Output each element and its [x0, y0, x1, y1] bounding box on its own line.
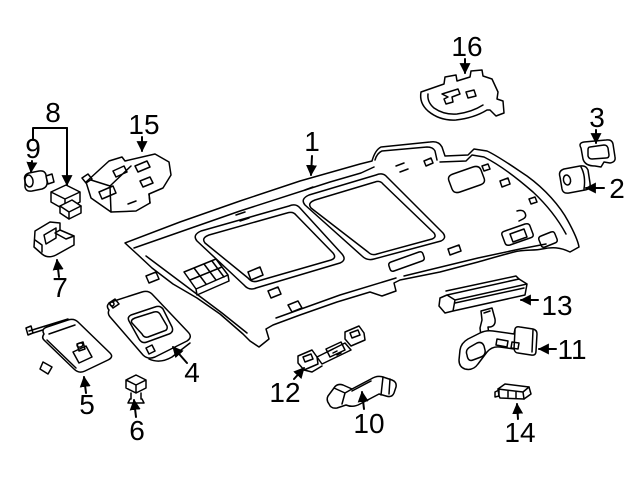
callout-6: 6: [129, 398, 145, 446]
callout-8-label: 8: [45, 97, 61, 128]
part-9-bulb: [23, 170, 55, 192]
callout-11-label: 11: [557, 334, 586, 365]
bracket13-lines: [445, 275, 525, 304]
part-4-sun-visor-mirror: [106, 290, 191, 362]
callout-12-label: 12: [269, 377, 300, 408]
callout-9: 9: [25, 133, 41, 174]
callout-3: 3: [589, 102, 605, 145]
visor4-mirror: [127, 305, 174, 344]
callout-16: 16: [451, 31, 483, 75]
callout-9-arrow: [26, 160, 38, 174]
bulb-tip: [45, 173, 55, 185]
callout-14-arrow: [512, 402, 524, 420]
callout-12-arrow: [293, 367, 305, 380]
handle10-details: [333, 376, 391, 405]
visor4-body: [106, 290, 191, 359]
callout-6-label: 6: [129, 415, 145, 446]
part-14-handle-cover: [494, 383, 532, 400]
console-details: [81, 160, 154, 213]
clip6-stem: [127, 392, 145, 404]
visor4-pivot: [109, 301, 115, 307]
callout-9-label: 9: [25, 133, 41, 164]
callout-7-arrow: [52, 258, 64, 278]
bracket7-details: [34, 227, 75, 253]
part-16-rear-bracket: [419, 69, 505, 121]
part-11-grab-handle-rear: [458, 326, 538, 371]
retainer-body: [579, 139, 616, 168]
console-mount-grid: [183, 258, 230, 296]
retainer12-rail: [316, 342, 352, 365]
visor5-details: [39, 324, 93, 375]
callout-4-label: 4: [184, 357, 200, 388]
callout-1: 1: [304, 126, 320, 177]
part-13-handle-bracket: [438, 275, 528, 337]
callout-15-label: 15: [128, 109, 159, 140]
callout-16-label: 16: [451, 31, 482, 62]
retainer12-tabs: [297, 325, 366, 371]
visor5-pin: [76, 342, 84, 348]
callout-10-arrow: [357, 390, 369, 410]
handle11-body: [458, 326, 538, 371]
handle11-details: [465, 329, 534, 362]
bulb-body: [23, 170, 48, 192]
callout-8-bracket: [32, 127, 68, 141]
headliner-outline: [124, 141, 580, 348]
callout-8: 8: [32, 97, 73, 187]
bracket16-body: [419, 69, 505, 121]
callout-4-arrow: [172, 346, 188, 364]
callout-2: 2: [584, 173, 625, 204]
bulb-end: [24, 174, 34, 188]
sleeve-hole: [562, 174, 572, 186]
callout-14-label: 14: [504, 417, 535, 448]
part-5-sun-visor: [25, 318, 113, 375]
retainer12-details: [302, 329, 361, 373]
cover14-lines: [494, 386, 530, 400]
callout-7: 7: [52, 258, 68, 303]
callout-1-arrow: [306, 155, 318, 177]
callout-1-label: 1: [304, 126, 320, 157]
callout-3-label: 3: [589, 102, 605, 133]
sunroof-opening-front: [194, 204, 345, 290]
bracket16-details: [427, 88, 484, 115]
callout-5-arrow: [79, 375, 91, 394]
part-7-bracket: [33, 221, 75, 258]
part-2-sleeve: [558, 165, 591, 194]
part-3-retainer: [579, 139, 616, 168]
callout-15: 15: [128, 109, 160, 153]
callout-2-label: 2: [609, 173, 625, 204]
callout-13-label: 13: [541, 290, 572, 321]
callout-6-arrow: [129, 398, 141, 418]
callout-13: 13: [519, 290, 573, 321]
headliner-roof-lip: [133, 146, 567, 334]
part-6-visor-clip: [125, 374, 147, 404]
part-1-headliner-panel: [124, 141, 580, 348]
part-12-handle-retainer: [297, 325, 366, 373]
callout-10-label: 10: [353, 408, 384, 439]
part-15-overhead-console: [81, 153, 172, 213]
callout-14: 14: [504, 402, 536, 448]
callout-11: 11: [537, 334, 587, 365]
clip6-body: [125, 374, 147, 394]
callout-7-label: 7: [52, 272, 68, 303]
callout-10: 10: [353, 390, 385, 439]
socket-plug-lines: [59, 205, 82, 220]
retainer-slot: [587, 144, 610, 160]
sleeve-fold: [580, 166, 586, 190]
callout-5: 5: [79, 375, 95, 420]
callout-5-label: 5: [79, 389, 95, 420]
part-8-socket: [50, 184, 82, 220]
bracket13-hook-line: [483, 310, 491, 314]
callout-12: 12: [269, 367, 305, 408]
socket-plug: [59, 199, 82, 220]
callout-4: 4: [172, 346, 200, 388]
headliner-small-details: [145, 157, 558, 313]
bracket13-rail: [438, 278, 528, 314]
sunroof-opening-rear: [302, 173, 446, 261]
